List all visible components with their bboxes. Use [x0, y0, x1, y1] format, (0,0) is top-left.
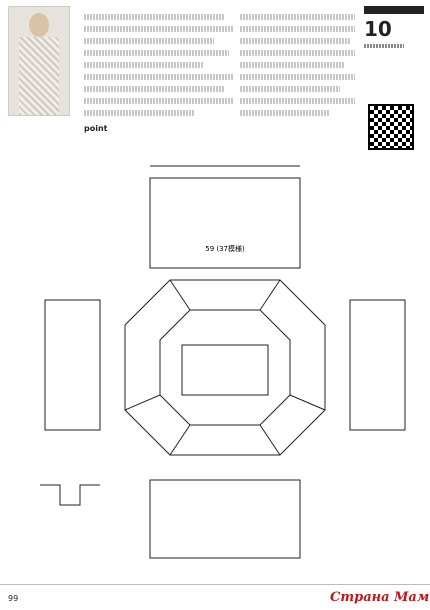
- seam: [259, 279, 281, 311]
- badge-page-number: 10: [364, 17, 392, 41]
- seam: [169, 279, 191, 311]
- model-photo: [8, 6, 70, 116]
- text-line: [240, 110, 330, 116]
- seam: [169, 424, 191, 456]
- text-line: [240, 14, 355, 20]
- watermark: Страна Мам: [330, 590, 430, 605]
- text-line: [240, 98, 355, 104]
- yoke-outer: [124, 279, 326, 456]
- qr-code-icon: [368, 104, 414, 150]
- garment-schematic: 59 (37模様): [40, 165, 406, 559]
- text-line: [240, 38, 350, 44]
- page-number: 99: [8, 594, 19, 603]
- back-piece: [149, 177, 301, 269]
- right-sleeve: [44, 299, 101, 431]
- seam: [259, 424, 281, 456]
- text-line: [84, 50, 229, 56]
- left-sleeve: [349, 299, 406, 431]
- text-line: [240, 26, 355, 32]
- badge-bar: [364, 6, 424, 14]
- neck-opening: [181, 344, 269, 396]
- text-line: [240, 86, 340, 92]
- text-line: [84, 62, 204, 68]
- back-width-label: 59 (37模様): [205, 244, 245, 253]
- text-line: [84, 74, 234, 80]
- text-line: [84, 98, 234, 104]
- front-piece: [149, 479, 301, 559]
- seam: [124, 394, 161, 411]
- seam: [289, 394, 326, 411]
- badge-subtitle-line: [364, 44, 404, 48]
- yoke-inner: [159, 309, 291, 426]
- text-line: [84, 38, 214, 44]
- text-line: [84, 26, 234, 32]
- photo-sweater: [19, 37, 59, 115]
- text-line: [84, 86, 224, 92]
- text-line: [240, 50, 355, 56]
- point-heading: point: [84, 124, 108, 133]
- collar-edge-detail: [40, 484, 100, 506]
- page-badge: 10: [364, 6, 424, 68]
- text-line: [240, 74, 355, 80]
- text-line: [240, 62, 345, 68]
- text-line: [84, 14, 224, 20]
- text-line: [84, 110, 194, 116]
- photo-head: [29, 13, 49, 37]
- footer-divider: [0, 584, 430, 585]
